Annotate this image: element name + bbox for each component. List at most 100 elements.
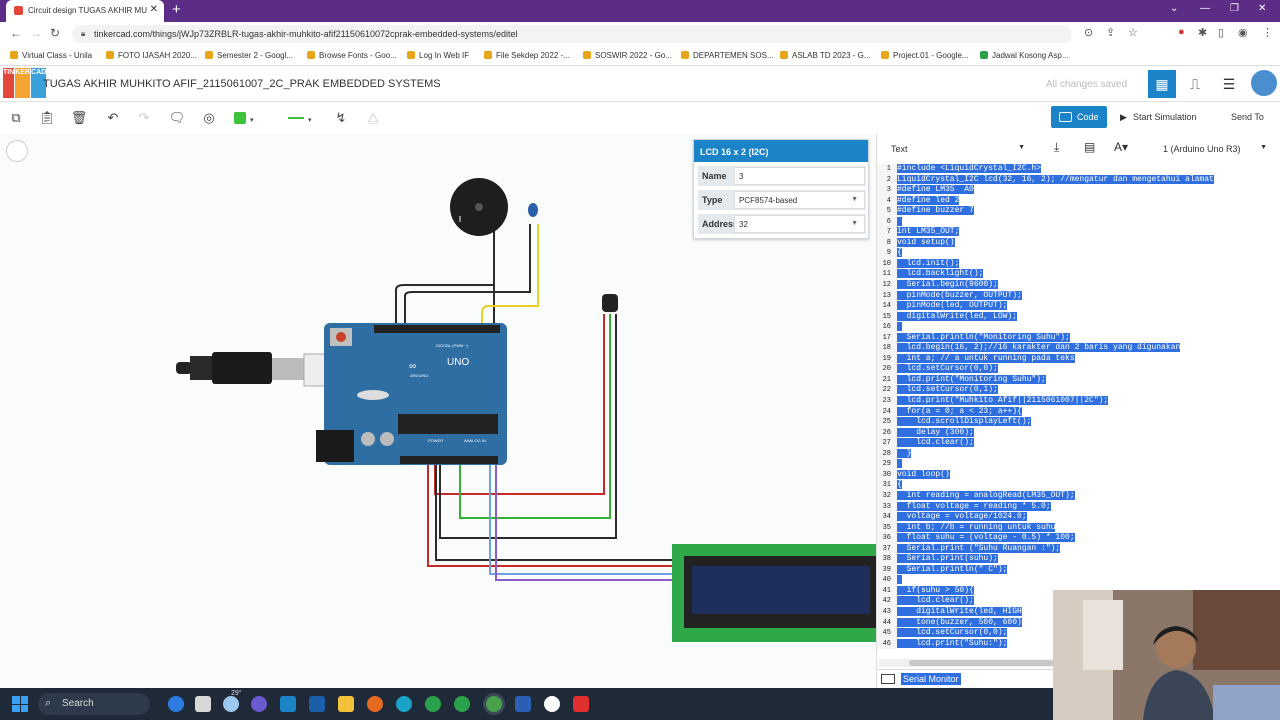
code-line[interactable]: 38 Serial.print(suhu); bbox=[877, 554, 1277, 565]
code-line[interactable]: 37 Serial.print ("Suhu Ruangan :"); bbox=[877, 543, 1277, 555]
rotate-icon[interactable]: ↯ bbox=[335, 110, 347, 125]
minimize-icon[interactable]: — bbox=[1200, 3, 1210, 14]
bookmark-item[interactable]: Log In Web IF bbox=[407, 51, 469, 60]
code-button[interactable]: Code bbox=[1051, 106, 1107, 128]
clock-app-icon[interactable] bbox=[544, 696, 560, 712]
edge-copilot-icon[interactable] bbox=[168, 696, 184, 712]
bookmark-item[interactable]: Jadwal Kosong Asp... bbox=[980, 51, 1069, 60]
flip-icon[interactable]: ⧋ bbox=[367, 110, 379, 125]
code-line[interactable]: 36 float suhu = (voltage - 0.5) * 100; bbox=[877, 533, 1277, 544]
code-line[interactable]: 45 lcd.setCursor(0,0); bbox=[877, 628, 1277, 639]
chrome-active-icon[interactable] bbox=[486, 696, 502, 712]
code-line[interactable]: 18 lcd.begin(16, 2);//16 karakter dan 2 … bbox=[877, 343, 1277, 354]
code-line[interactable]: 29 bbox=[877, 459, 1277, 470]
bookmark-item[interactable]: Virtual Class - Unila bbox=[10, 51, 92, 60]
code-line[interactable]: 4#define led 2 bbox=[877, 195, 1277, 207]
start-simulation-button[interactable]: Start Simulation bbox=[1117, 106, 1197, 128]
code-line[interactable]: 9{ bbox=[877, 248, 1277, 259]
google-lens-icon[interactable]: ⊙ bbox=[1084, 27, 1094, 39]
upload-icon[interactable]: ▤ bbox=[1084, 140, 1096, 154]
teams-chat-icon[interactable] bbox=[251, 696, 267, 712]
browser-tab[interactable]: Circuit design TUGAS AKHIR MU ✕ bbox=[6, 0, 164, 22]
code-line[interactable]: 11 lcd.backlight(); bbox=[877, 269, 1277, 281]
code-line[interactable]: 22 lcd.setCursor(0,1); bbox=[877, 385, 1277, 397]
color-picker[interactable]: ▾ bbox=[233, 107, 255, 129]
address-select[interactable]: 32▼ bbox=[734, 215, 865, 233]
bookmark-item[interactable]: DEPARTEMEN SOS... bbox=[681, 51, 774, 60]
weather-icon[interactable] bbox=[223, 696, 239, 712]
bookmark-item[interactable]: FOTO IJASAH 2020... bbox=[106, 51, 197, 60]
bookmark-item[interactable]: Project.01 - Google... bbox=[881, 51, 969, 60]
store-icon[interactable] bbox=[309, 696, 325, 712]
url-input[interactable]: 🔒︎ tinkercad.com/things/jWJp73ZRBLR-tuga… bbox=[72, 25, 1072, 43]
code-line[interactable]: 42 lcd.clear(); bbox=[877, 596, 1277, 607]
notes-toggle-icon[interactable]: ◎ bbox=[203, 110, 215, 125]
bookmark-item[interactable]: ASLAB TD 2023 - G... bbox=[780, 51, 871, 60]
code-line[interactable]: 44 tone(buzzer, 500, 600) bbox=[877, 617, 1277, 629]
code-line[interactable]: 6 bbox=[877, 216, 1277, 228]
project-title[interactable]: TUGAS AKHIR MUHKITO AFIF_2115061007_2C_P… bbox=[43, 78, 441, 90]
copy-icon[interactable]: ⧉ bbox=[11, 110, 21, 125]
code-line[interactable]: 23 lcd.print("Muhkito Afif||2115061007||… bbox=[877, 396, 1277, 407]
code-line[interactable]: 10 lcd.init(); bbox=[877, 258, 1277, 270]
paste-icon[interactable]: 📋︎ bbox=[38, 110, 56, 125]
delete-icon[interactable]: 🗑︎ bbox=[70, 110, 88, 125]
code-line[interactable]: 27 lcd.clear(); bbox=[877, 438, 1277, 449]
extensions-puzzle-icon[interactable]: ✱ bbox=[1198, 27, 1208, 39]
name-input[interactable]: 3 bbox=[734, 167, 865, 185]
code-line[interactable]: 17 Serial.println("Monitoring Suhu"); bbox=[877, 332, 1277, 344]
code-line[interactable]: 43 digitalWrite(led, HIGH bbox=[877, 606, 1277, 618]
code-line[interactable]: 20 lcd.setCursor(0,0); bbox=[877, 364, 1277, 375]
send-to-button[interactable]: Send To bbox=[1231, 112, 1264, 122]
code-line[interactable]: 46 lcd.print("Suhu:"); bbox=[877, 638, 1277, 650]
taskbar-search[interactable]: ⌕Search bbox=[38, 693, 150, 715]
zoom-fit-icon[interactable] bbox=[6, 140, 28, 162]
code-line[interactable]: 41 if(suhu > 50){ bbox=[877, 585, 1277, 597]
code-line[interactable]: 12 Serial.begin(9600); bbox=[877, 280, 1277, 291]
user-avatar[interactable] bbox=[1249, 68, 1279, 98]
code-line[interactable]: 19 int a; // a untuk running pada teks bbox=[877, 353, 1277, 365]
code-line[interactable]: 28 } bbox=[877, 448, 1277, 460]
code-line[interactable]: 33 float voltage = reading * 5.0; bbox=[877, 501, 1277, 513]
maximize-icon[interactable]: ❐ bbox=[1230, 3, 1239, 14]
file-explorer-icon[interactable] bbox=[338, 696, 354, 712]
code-line[interactable]: 40 bbox=[877, 575, 1277, 586]
chrome-icon[interactable] bbox=[425, 696, 441, 712]
side-panel-icon[interactable]: ▯ bbox=[1218, 27, 1225, 39]
extension-icon[interactable]: ● bbox=[1178, 26, 1185, 38]
close-tab-icon[interactable]: ✕ bbox=[149, 4, 158, 15]
undo-icon[interactable]: ↶ bbox=[107, 110, 119, 125]
code-line[interactable]: 34 voltage = voltage/1024.0; bbox=[877, 512, 1277, 523]
font-size-icon[interactable]: A▾ bbox=[1114, 140, 1129, 154]
code-line[interactable]: 16 bbox=[877, 322, 1277, 333]
board-select[interactable]: 1 (Arduino Uno R3)▼ bbox=[1163, 144, 1267, 154]
download-icon[interactable]: ⤓ bbox=[1054, 140, 1060, 154]
code-line[interactable]: 39 Serial.println(" C"); bbox=[877, 564, 1277, 576]
edge-icon[interactable] bbox=[396, 696, 412, 712]
bookmark-item[interactable]: Semester 2 - Googl... bbox=[205, 51, 293, 60]
wire-type-picker[interactable]: ▾ bbox=[282, 107, 318, 129]
code-line[interactable]: 26 delay (300); bbox=[877, 427, 1277, 439]
word-icon[interactable] bbox=[515, 696, 531, 712]
code-line[interactable]: 21 lcd.print("Monitoring Suhu"); bbox=[877, 374, 1277, 386]
code-line[interactable]: 1#include <LiquidCrystal_I2C.h> bbox=[877, 164, 1277, 175]
code-line[interactable]: 25 lcd.scrollDisplayLeft(); bbox=[877, 417, 1277, 428]
pinned-app-icon[interactable] bbox=[573, 696, 589, 712]
forward-icon[interactable]: → bbox=[30, 26, 42, 40]
reload-icon[interactable]: ↻ bbox=[50, 26, 61, 40]
firefox-icon[interactable] bbox=[367, 696, 383, 712]
type-select[interactable]: PCF8574-based▼ bbox=[734, 191, 865, 209]
code-line[interactable]: 24 for(a = 0; a < 23; a++){ bbox=[877, 406, 1277, 418]
bookmark-star-icon[interactable]: ☆ bbox=[1128, 27, 1138, 39]
back-icon[interactable]: ← bbox=[10, 26, 22, 40]
code-mode-select[interactable]: Text▼ bbox=[891, 144, 1025, 154]
task-view-icon[interactable] bbox=[195, 696, 211, 712]
circuit-view-icon[interactable]: ▦ bbox=[1148, 70, 1176, 98]
browser-menu-icon[interactable]: ⋮ bbox=[1262, 27, 1273, 39]
redo-icon[interactable]: ↷ bbox=[138, 110, 150, 125]
mail-icon[interactable] bbox=[280, 696, 296, 712]
